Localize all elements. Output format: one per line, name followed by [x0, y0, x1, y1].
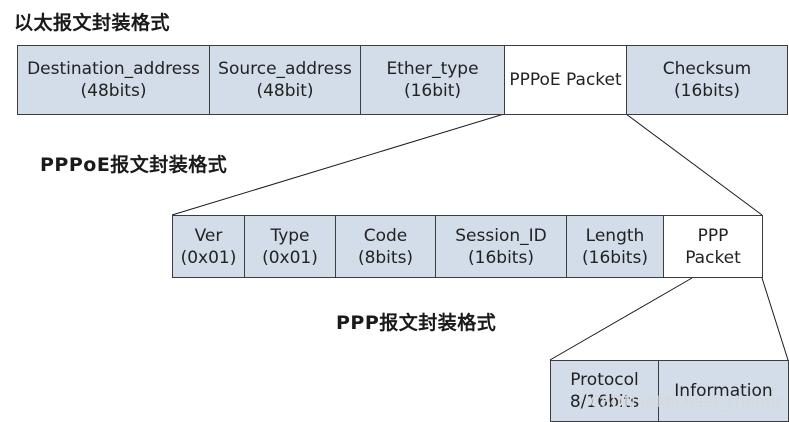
eth-frame-row: Destination_address (48bits) Source_addr…: [17, 45, 788, 115]
pppoe-field-type: Type (0x01): [245, 215, 336, 278]
eth-field-checksum: Checksum (16bits): [627, 45, 788, 115]
field-size: (48bit): [256, 81, 314, 101]
connector-pppoe-to-ppp-right: [761, 277, 789, 361]
pppoe-packet-row: Ver (0x01) Type (0x01) Code (8bits) Sess…: [172, 215, 763, 278]
field-name: Ether_type: [386, 59, 479, 79]
field-name: PPPoE Packet: [509, 70, 622, 90]
field-name: Destination_address: [27, 59, 200, 79]
pppoe-field-ver: Ver (0x01): [172, 215, 245, 278]
pppoe-field-ppp-packet: PPP Packet: [664, 215, 763, 278]
eth-field-ether-type: Ether_type (16bit): [361, 45, 505, 115]
field-size: (16bits): [582, 247, 648, 268]
field-name: Session_ID: [455, 225, 547, 246]
field-name: Protocol: [570, 370, 639, 390]
field-name: Length: [585, 225, 645, 246]
field-size: (16bits): [674, 81, 740, 101]
connector-eth-to-pppoe-left: [171, 113, 505, 216]
pppoe-packet-title: PPPoE报文封装格式: [40, 154, 228, 176]
field-size: (0x01): [262, 247, 318, 268]
field-name-2: Packet: [685, 247, 741, 268]
ppp-frame-row: Protocol 8/16bits Information: [550, 360, 789, 422]
field-name: Checksum: [662, 59, 752, 79]
pppoe-field-session-id: Session_ID (16bits): [436, 215, 567, 278]
pppoe-field-length: Length (16bits): [567, 215, 664, 278]
eth-frame-title: 以太报文封装格式: [14, 12, 171, 34]
field-name: Code: [363, 225, 408, 246]
pppoe-field-code: Code (8bits): [336, 215, 436, 278]
watermark: CSDN @Michael_chemic: [590, 392, 784, 411]
field-name: Type: [270, 225, 310, 246]
ppp-frame-title: PPP报文封装格式: [336, 312, 497, 334]
connector-pppoe-to-ppp-left: [549, 277, 693, 361]
ppp-field-protocol: Protocol 8/16bits: [550, 360, 659, 422]
eth-field-pppoe-packet: PPPoE Packet: [505, 45, 627, 115]
connector-eth-to-pppoe-right: [625, 113, 763, 216]
field-name: Source_address: [218, 59, 352, 79]
field-size: (16bits): [468, 247, 534, 268]
field-name: PPP: [697, 225, 729, 246]
eth-field-destination-address: Destination_address (48bits): [17, 45, 210, 115]
field-size: (8bits): [357, 247, 414, 268]
field-size: (48bits): [80, 81, 147, 101]
field-name: Ver: [194, 225, 223, 246]
eth-field-source-address: Source_address (48bit): [210, 45, 361, 115]
ppp-field-information: Information: [659, 360, 789, 422]
field-size: 8/16bits: [569, 392, 640, 412]
field-size: (0x01): [180, 247, 237, 268]
field-size: (16bit): [403, 81, 462, 101]
field-name: Information: [674, 381, 773, 401]
